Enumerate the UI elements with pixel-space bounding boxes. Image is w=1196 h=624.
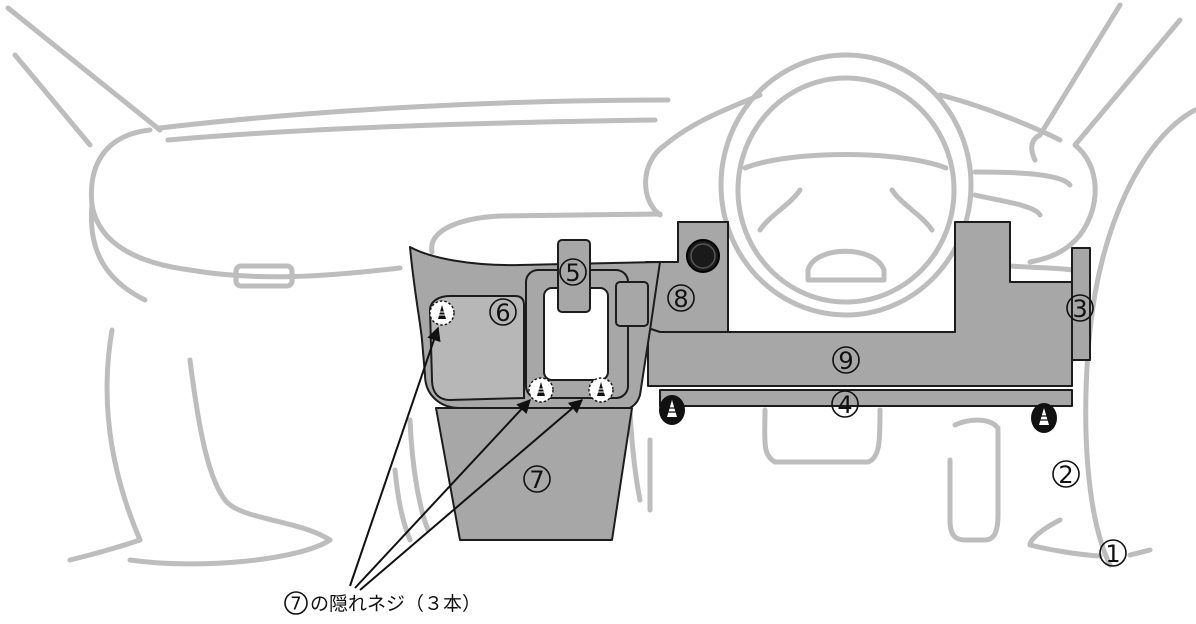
- part-8-knob: [686, 239, 720, 273]
- hidden-screw-2-icon: [528, 377, 554, 403]
- screw-left-icon: [658, 394, 686, 426]
- part-4-under-cover: [659, 389, 1073, 407]
- leader-arrow-3: [359, 399, 584, 591]
- hidden-screw-1-icon: [429, 300, 455, 326]
- shift-bezel-right-tab: [615, 281, 649, 327]
- label-8: 8: [667, 284, 695, 313]
- label-6: 6: [489, 298, 517, 327]
- svg-text:の隠れネジ（３本）: の隠れネジ（３本）: [310, 593, 481, 615]
- svg-text:3: 3: [1072, 295, 1087, 323]
- caption: 7 の隠れネジ（３本）: [284, 591, 481, 615]
- svg-text:7: 7: [529, 466, 544, 494]
- hidden-screw-3-icon: [588, 377, 614, 403]
- svg-text:2: 2: [1058, 461, 1073, 489]
- svg-text:4: 4: [837, 391, 852, 419]
- label-4: 4: [831, 390, 859, 419]
- part-6-pocket: [428, 295, 525, 402]
- label-9: 9: [832, 346, 860, 375]
- part-3-side-trim: [1071, 247, 1091, 361]
- svg-text:9: 9: [838, 347, 853, 375]
- part-7-lower-center-cover: [435, 407, 633, 541]
- svg-text:8: 8: [673, 285, 688, 313]
- leader-arrow-1: [349, 326, 441, 587]
- svg-text:6: 6: [495, 299, 510, 327]
- label-7: 7: [523, 465, 551, 494]
- car-interior-outline: [5, 2, 1196, 568]
- svg-text:1: 1: [1105, 540, 1120, 568]
- screw-right-icon: [1030, 402, 1058, 434]
- label-2: 2: [1052, 460, 1080, 489]
- label-3: 3: [1066, 294, 1094, 323]
- part-8-knob-ring: [690, 243, 716, 269]
- label-1: 1: [1099, 539, 1127, 568]
- svg-text:7: 7: [290, 594, 301, 615]
- part-5-shift-knob: [557, 239, 591, 313]
- leader-arrow-2: [354, 398, 531, 589]
- label-5: 5: [559, 258, 587, 287]
- svg-text:5: 5: [565, 259, 580, 287]
